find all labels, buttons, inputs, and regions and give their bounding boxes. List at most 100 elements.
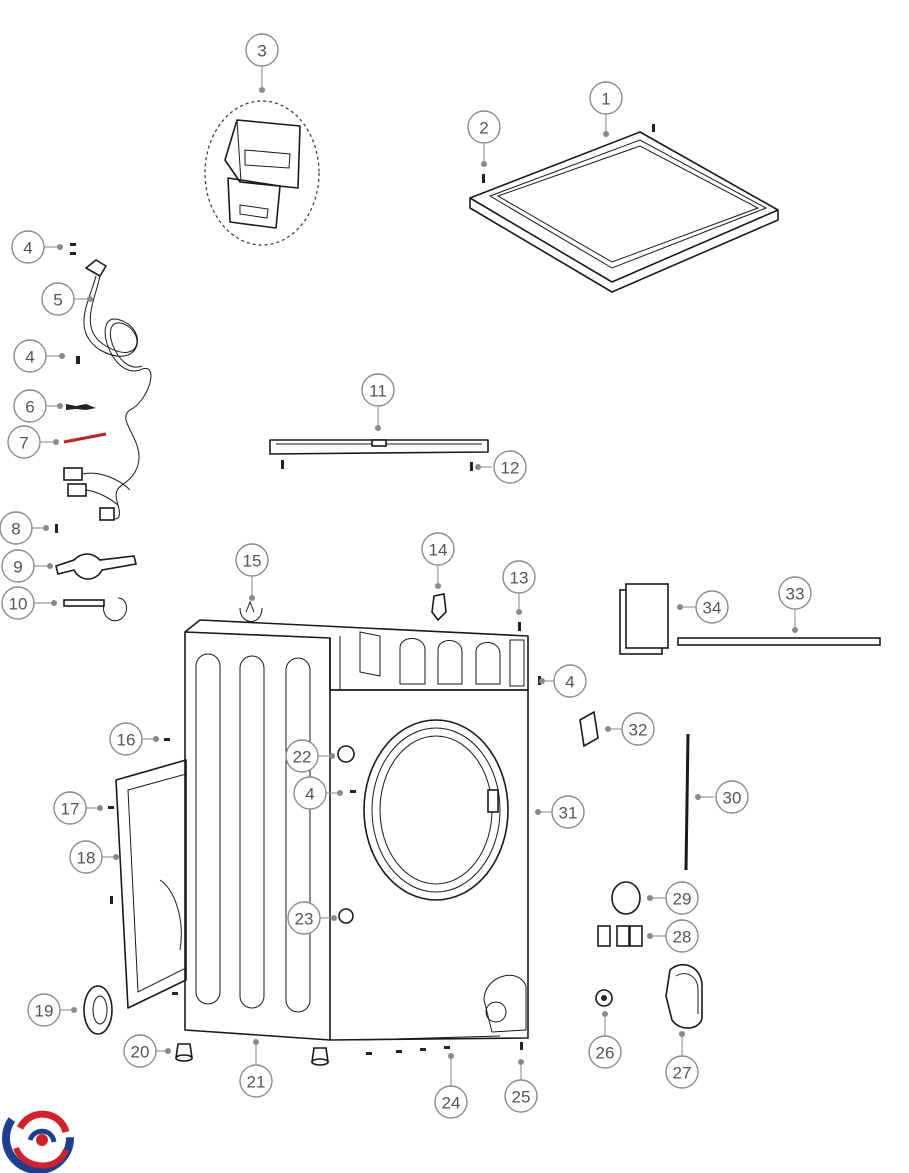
callout-circle (361, 373, 395, 407)
callout-34: 34 (695, 590, 729, 624)
callout-circle (715, 780, 749, 814)
callout-circle (665, 1055, 699, 1089)
callout-circle (589, 81, 623, 115)
callout-circle (0, 511, 33, 545)
front-panel-part (329, 689, 529, 1041)
callout-circle (11, 230, 45, 264)
callout-circle (53, 791, 87, 825)
callout-label: 22 (293, 748, 312, 767)
callout-circle (421, 532, 455, 566)
callout-circle (467, 110, 501, 144)
brand-logo (2, 1102, 74, 1173)
callout-circle (69, 840, 103, 874)
callout-circle (239, 1064, 273, 1098)
ring-part-29 (611, 881, 641, 915)
ring-part-19 (83, 985, 113, 1035)
callout-circle (235, 543, 269, 577)
part-14 (431, 593, 447, 622)
callout-9: 9 (1, 549, 35, 583)
callout-label: 25 (512, 1088, 531, 1107)
callout-label: 8 (11, 520, 20, 539)
callout-circle (245, 33, 279, 67)
callout-circle (553, 664, 587, 698)
callout-label: 34 (703, 599, 722, 618)
callout-30: 30 (715, 780, 749, 814)
callout-22: 22 (285, 739, 319, 773)
leader-lines (32, 67, 798, 1086)
callout-label: 28 (673, 928, 692, 947)
callout-24: 24 (434, 1085, 468, 1119)
callout-4: 4 (293, 776, 327, 810)
clip-part-6 (66, 404, 96, 410)
callout-circle (109, 722, 143, 756)
callouts: 1234546789101112131415416171819202122423… (0, 33, 812, 1119)
callout-label: 24 (442, 1094, 461, 1113)
callout-circle (7, 425, 41, 459)
callout-12: 12 (493, 450, 527, 484)
callout-label: 1 (601, 90, 610, 109)
callout-label: 18 (77, 849, 96, 868)
callout-28: 28 (665, 919, 699, 953)
callout-18: 18 (69, 840, 103, 874)
clamp-part-10 (63, 597, 127, 622)
callout-20: 20 (123, 1034, 157, 1068)
screw-part-2 (482, 174, 485, 183)
manual-part-34 (619, 583, 669, 655)
callout-29: 29 (665, 881, 699, 915)
connectors-part-28 (597, 925, 643, 947)
pump-part-27 (665, 963, 703, 1029)
callout-19: 19 (27, 993, 61, 1027)
callout-4: 4 (553, 664, 587, 698)
callout-circle (665, 881, 699, 915)
callout-33: 33 (778, 576, 812, 610)
callout-label: 32 (629, 721, 648, 740)
callout-circle (41, 282, 75, 316)
callout-circle (13, 389, 47, 423)
callout-circle (287, 901, 321, 935)
callout-15: 15 (235, 543, 269, 577)
callout-label: 5 (53, 291, 62, 310)
callout-label: 9 (13, 558, 22, 577)
top-panel-part (469, 124, 779, 293)
callout-label: 16 (117, 731, 136, 750)
power-cord-part (63, 259, 152, 521)
rod-part-30 (684, 733, 690, 871)
callout-label: 10 (9, 595, 28, 614)
callout-2: 2 (467, 110, 501, 144)
callout-label: 4 (25, 348, 34, 367)
callout-label: 7 (19, 434, 28, 453)
callout-circle (665, 919, 699, 953)
callout-1: 1 (589, 81, 623, 115)
callout-label: 30 (723, 789, 742, 808)
callout-label: 23 (295, 910, 314, 929)
cabinet-side-panel-part (184, 631, 331, 1041)
callout-5: 5 (41, 282, 75, 316)
callout-circle (695, 590, 729, 624)
callout-label: 4 (23, 239, 32, 258)
callout-label: 2 (479, 119, 488, 138)
callout-label: 19 (35, 1002, 54, 1021)
callout-circle (293, 776, 327, 810)
callout-27: 27 (665, 1055, 699, 1089)
callout-circle (123, 1034, 157, 1068)
callout-label: 17 (61, 800, 80, 819)
callout-label: 27 (673, 1064, 692, 1083)
rod-part-7 (63, 432, 107, 444)
callout-label: 21 (247, 1073, 266, 1092)
callout-4: 4 (13, 339, 47, 373)
callout-label: 15 (243, 552, 262, 571)
callout-label: 29 (673, 890, 692, 909)
bracket-part-9 (55, 553, 137, 580)
latch-part-32 (579, 710, 599, 748)
callout-26: 26 (588, 1035, 622, 1069)
callout-3: 3 (245, 33, 279, 67)
callout-23: 23 (287, 901, 321, 935)
callout-label: 6 (25, 398, 34, 417)
callout-circle (434, 1085, 468, 1119)
callout-14: 14 (421, 532, 455, 566)
callout-label: 4 (565, 673, 574, 692)
callout-circle (285, 739, 319, 773)
callout-circle (778, 576, 812, 610)
callout-6: 6 (13, 389, 47, 423)
